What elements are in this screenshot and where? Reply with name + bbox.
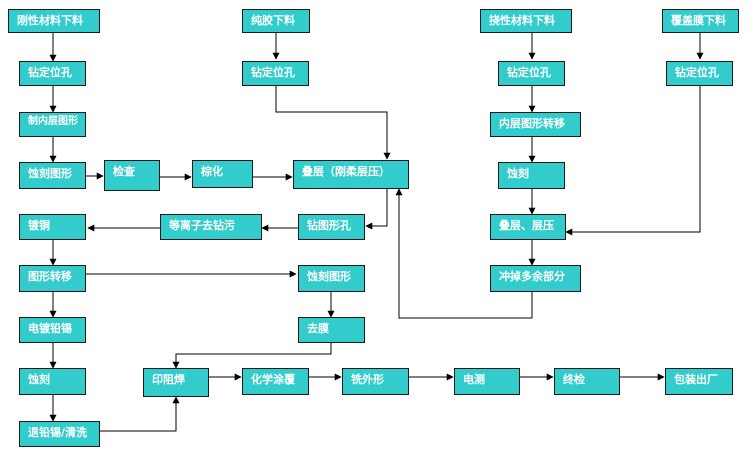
node-laminate-flex: 叠层、层压 <box>490 214 566 240</box>
node-plating-cu: 镀铜 <box>19 214 86 240</box>
node-rigid-cut: 刚性材料下料 <box>8 9 100 33</box>
node-strip: 去膜 <box>298 317 365 343</box>
node-drill-a: 钻定位孔 <box>19 61 86 86</box>
node-inner-pattern: 制内层图形 <box>19 112 86 137</box>
node-etch-flex: 蚀刻 <box>498 162 565 189</box>
node-plasma: 等离子去钻污 <box>160 214 262 240</box>
node-chem-coat: 化学涂覆 <box>242 368 309 395</box>
node-strip-clean: 退铅锡/清洗 <box>19 421 100 447</box>
node-brown: 棕化 <box>192 160 253 188</box>
edge-punch-to-laminate <box>395 188 533 319</box>
edge-strip-clean-to-solder-mask <box>100 396 180 432</box>
node-milling: 铣外形 <box>342 368 409 395</box>
node-drill-d: 钻定位孔 <box>666 61 733 86</box>
node-drill-b: 钻定位孔 <box>242 61 309 86</box>
node-etest: 电测 <box>454 368 520 395</box>
node-tin-lead: 电镀铅锡 <box>19 317 86 343</box>
node-inner-transfer: 内层图形转移 <box>490 112 581 137</box>
node-punch: 冲掉多余部分 <box>490 265 581 292</box>
node-etch-pattern-b: 蚀刻图形 <box>298 265 365 292</box>
node-final-check: 终检 <box>554 368 620 395</box>
node-flex-cut: 挠性材料下料 <box>480 9 572 33</box>
node-solder-mask: 印阻焊 <box>143 368 209 397</box>
node-inspect: 检查 <box>104 160 160 191</box>
node-pattern-transfer: 图形转移 <box>19 265 86 292</box>
node-laminate: 叠层（刚柔层压） <box>293 160 409 189</box>
edge-laminate-to-drill-pattern <box>365 189 388 230</box>
node-etch-c: 蚀刻 <box>19 368 86 395</box>
edge-drill-to-laminate-flex <box>565 86 701 236</box>
edge-strip-to-solder-mask <box>172 343 332 369</box>
edge-drill-to-laminate <box>275 86 391 160</box>
node-cover-cut: 覆盖膜下料 <box>662 9 739 33</box>
node-glue-cut: 纯胶下料 <box>242 9 310 33</box>
node-drill-pattern: 钻图形孔 <box>298 214 365 240</box>
node-drill-c: 钻定位孔 <box>498 61 565 86</box>
node-packing: 包装出厂 <box>665 368 733 395</box>
node-etch-pattern-a: 蚀刻图形 <box>19 162 86 189</box>
